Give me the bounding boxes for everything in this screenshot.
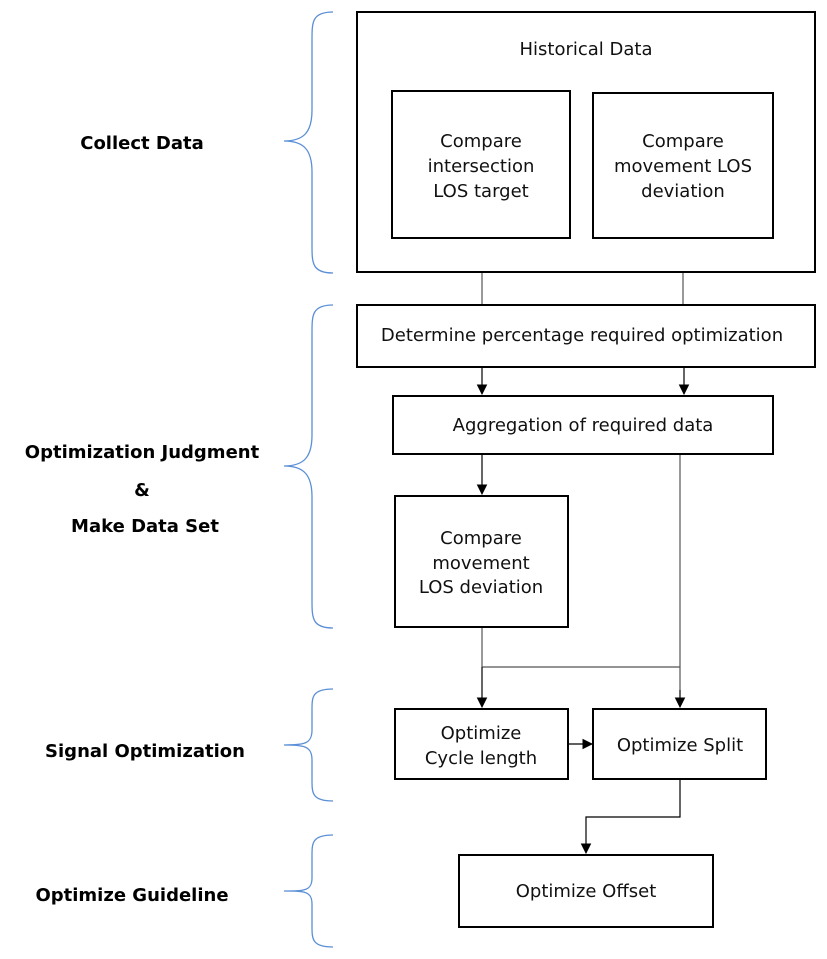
box-compare-intersection: [391, 90, 571, 239]
label-compare-intersection-1: Compare: [440, 131, 522, 152]
box-determine-percentage: [356, 304, 816, 368]
brace-optimization-judgment: [283, 304, 334, 629]
arrow-split-to-offset: [580, 779, 681, 855]
stage-label-make-data-set: Make Data Set: [71, 516, 219, 537]
stage-label-signal-optimization: Signal Optimization: [45, 741, 245, 762]
box-optimize-split: [592, 708, 767, 780]
label-historical-data: Historical Data: [519, 39, 652, 60]
label-optimize-cycle-2: Cycle length: [425, 748, 537, 769]
label-compare-intersection-2: intersection: [428, 156, 535, 177]
stage-label-collect-data: Collect Data: [80, 133, 204, 154]
box-compare-movement-top: [592, 92, 774, 239]
label-optimize-split: Optimize Split: [617, 735, 743, 756]
box-aggregation: [392, 395, 774, 455]
label-determine-percentage: Determine percentage required optimizati…: [381, 325, 783, 346]
label-compare-movement-top-2: movement LOS: [614, 156, 752, 177]
box-optimize-offset: [458, 854, 714, 928]
stage-label-ampersand: &: [134, 480, 150, 501]
label-compare-movement-mid-2: movement: [432, 553, 529, 574]
label-compare-movement-top-3: deviation: [641, 181, 725, 202]
label-aggregation: Aggregation of required data: [453, 415, 714, 436]
label-optimize-cycle-1: Optimize: [441, 723, 522, 744]
label-compare-movement-top-1: Compare: [642, 131, 724, 152]
label-compare-movement-mid-1: Compare: [440, 528, 522, 549]
brace-signal-optimization: [283, 688, 334, 802]
label-optimize-offset: Optimize Offset: [516, 881, 657, 902]
label-compare-movement-mid-3: LOS deviation: [419, 577, 543, 598]
stage-label-optimize-guideline: Optimize Guideline: [35, 885, 228, 906]
brace-collect-data: [283, 11, 334, 274]
brace-optimize-guideline: [283, 834, 334, 948]
box-compare-movement-mid: [394, 495, 569, 628]
box-optimize-cycle: [394, 708, 569, 780]
stage-label-optimization-judgment: Optimization Judgment: [25, 442, 260, 463]
label-compare-intersection-3: LOS target: [433, 181, 528, 202]
